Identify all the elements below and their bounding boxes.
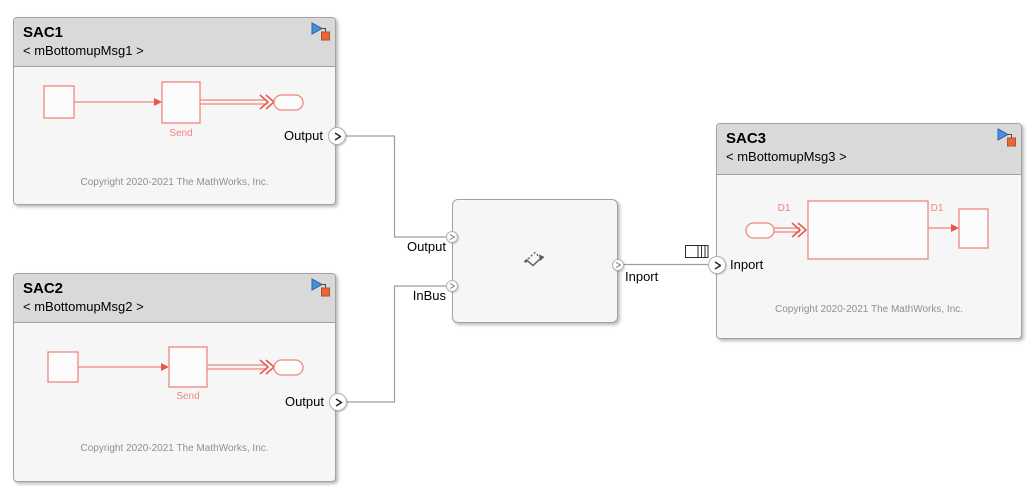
- sac2-inner-diagram: [47, 346, 304, 388]
- badge-arrow: [997, 128, 1010, 141]
- block-sac3-header: SAC3 < mBottomupMsg3 >: [717, 124, 1021, 175]
- block-sac2-header: SAC2 < mBottomupMsg2 >: [14, 274, 335, 323]
- link-badge-icon: [311, 22, 330, 41]
- badge-arrow: [311, 22, 324, 35]
- badge-connector: [1008, 134, 1012, 138]
- wire-sac2-to-converter[interactable]: [346, 285, 446, 403]
- sac1-output-port-label: Output: [283, 128, 323, 143]
- sac3-sink-block: [958, 208, 989, 249]
- converter-output-port[interactable]: [612, 259, 624, 271]
- badge-square: [321, 31, 330, 41]
- message-chevron: [791, 222, 802, 238]
- link-badge-icon: [311, 278, 330, 297]
- block-sac3[interactable]: SAC3 < mBottomupMsg3 > D1 D1 Copyright 2…: [716, 123, 1022, 339]
- variant-path: [525, 258, 541, 267]
- variant-arrowhead: [539, 254, 545, 261]
- sac1-send-block: [161, 81, 201, 124]
- block-sac1-title: SAC1: [23, 24, 64, 41]
- sac2-output-port[interactable]: [329, 393, 347, 411]
- message-chevron: [797, 222, 808, 238]
- sac2-copyright-annotation: Copyright 2020-2021 The MathWorks, Inc.: [80, 443, 269, 454]
- converter-output-label: Inport: [625, 269, 659, 284]
- port-triangle-icon: [714, 260, 721, 270]
- sac3-inport-port[interactable]: [708, 256, 726, 274]
- badge-square: [1007, 137, 1016, 147]
- block-sac1-header: SAC1 < mBottomupMsg1 >: [14, 18, 335, 67]
- converter-input-port-1[interactable]: [446, 231, 458, 243]
- badge-square: [321, 287, 330, 297]
- arrowhead: [154, 98, 162, 106]
- queue-box: [685, 245, 709, 258]
- sac1-inner-diagram: [43, 81, 304, 124]
- sac1-output-pill: [273, 94, 304, 111]
- link-badge-icon: [997, 128, 1016, 147]
- sac2-source-block: [47, 351, 79, 383]
- sac3-d1-out-label: D1: [930, 203, 944, 214]
- block-sac3-title: SAC3: [726, 130, 767, 147]
- sac1-send-label: Send: [169, 128, 193, 139]
- sac3-receive-block: [807, 200, 929, 260]
- variant-caret: [527, 251, 542, 260]
- message-chevron: [259, 94, 270, 110]
- badge-connector: [322, 284, 326, 288]
- sac3-d1-in-label: D1: [777, 203, 791, 214]
- port-triangle-icon: [449, 233, 456, 241]
- sac3-inport-pill: [745, 222, 775, 239]
- converter-input2-label: InBus: [412, 288, 446, 303]
- block-sac2-title: SAC2: [23, 280, 64, 297]
- adapter-subsystem-block[interactable]: [452, 199, 618, 323]
- arrowhead: [951, 224, 959, 232]
- arrowhead: [161, 363, 169, 371]
- sac1-copyright-annotation: Copyright 2020-2021 The MathWorks, Inc.: [80, 177, 269, 188]
- sac2-output-pill: [273, 359, 304, 376]
- sac2-send-block: [168, 346, 208, 388]
- port-triangle-icon: [449, 282, 456, 290]
- message-queue-icon[interactable]: [685, 245, 710, 259]
- block-sac3-subtitle: < mBottomupMsg3 >: [726, 149, 847, 164]
- sac3-inner-diagram: [745, 200, 989, 260]
- port-triangle-icon: [335, 397, 342, 407]
- converter-input-port-2[interactable]: [446, 280, 458, 292]
- badge-connector: [322, 28, 326, 32]
- port-triangle-icon: [334, 131, 341, 141]
- variant-icon: [523, 251, 545, 267]
- block-sac1[interactable]: SAC1 < mBottomupMsg1 > Send Copyright 20…: [13, 17, 336, 205]
- sac1-source-block: [43, 85, 75, 119]
- block-sac2[interactable]: SAC2 < mBottomupMsg2 > Send Copyright 20…: [13, 273, 336, 482]
- sac3-inport-port-label: Inport: [730, 257, 764, 272]
- sac2-send-label: Send: [176, 391, 200, 402]
- sac3-copyright-annotation: Copyright 2020-2021 The MathWorks, Inc.: [774, 304, 964, 315]
- block-sac1-subtitle: < mBottomupMsg1 >: [23, 43, 144, 58]
- wire-sac1-to-converter[interactable]: [345, 135, 446, 238]
- message-chevron: [259, 359, 270, 375]
- block-sac2-subtitle: < mBottomupMsg2 >: [23, 299, 144, 314]
- port-triangle-icon: [615, 261, 622, 269]
- sac1-output-port[interactable]: [328, 127, 346, 145]
- sac2-output-port-label: Output: [284, 394, 324, 409]
- converter-input1-label: Output: [406, 239, 446, 254]
- badge-arrow: [311, 278, 324, 291]
- variant-arrowhead: [523, 258, 528, 263]
